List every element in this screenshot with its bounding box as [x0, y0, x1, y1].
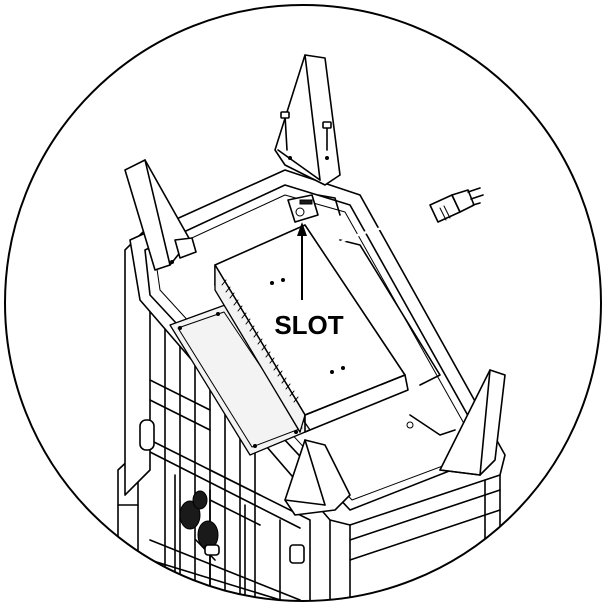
- wheels: [179, 490, 220, 561]
- plug: [429, 187, 484, 223]
- slot-label: SLOT: [274, 310, 343, 340]
- tray-bracket: [339, 239, 456, 436]
- slot-opening: [287, 194, 341, 223]
- screws: [280, 111, 332, 160]
- detail-circle-border: [4, 4, 602, 602]
- vent-slots: [221, 279, 299, 403]
- callout-label: SLOT: [270, 310, 348, 340]
- callout-arrow: [297, 222, 307, 300]
- corner-posts: [124, 54, 506, 516]
- power-cord: [333, 187, 484, 247]
